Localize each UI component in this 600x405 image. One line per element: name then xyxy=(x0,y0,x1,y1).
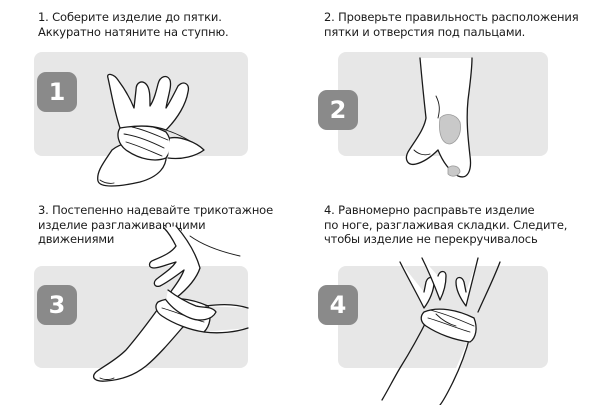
leg-drawing xyxy=(405,57,473,178)
step-3-caption: 3. Постепенно надевайте трикотажное изде… xyxy=(38,203,273,247)
step-2-caption: 2. Проверьте правильность расположения п… xyxy=(324,10,579,39)
hand-drawing-right xyxy=(455,257,479,307)
step-1-number-badge: 1 xyxy=(37,72,77,112)
stockinged-leg-drawing xyxy=(92,305,205,382)
step-3-number-badge: 3 xyxy=(37,285,77,325)
hand-drawing-left xyxy=(165,289,217,321)
stocking-band-drawing xyxy=(420,308,477,343)
step-1-caption: 1. Соберите изделие до пятки. Аккуратно … xyxy=(38,10,229,39)
hand-drawing xyxy=(148,225,201,300)
step-2-number-badge: 2 xyxy=(318,90,358,130)
hand-drawing xyxy=(399,261,435,309)
step-4-number-badge: 4 xyxy=(318,285,358,325)
step-4-caption: 4. Равномерно расправьте изделие по ноге… xyxy=(324,203,568,247)
toe-opening xyxy=(447,165,461,177)
hand-drawing-right xyxy=(167,136,205,160)
stockinged-leg-drawing xyxy=(381,317,429,401)
heel-opening xyxy=(439,114,461,145)
